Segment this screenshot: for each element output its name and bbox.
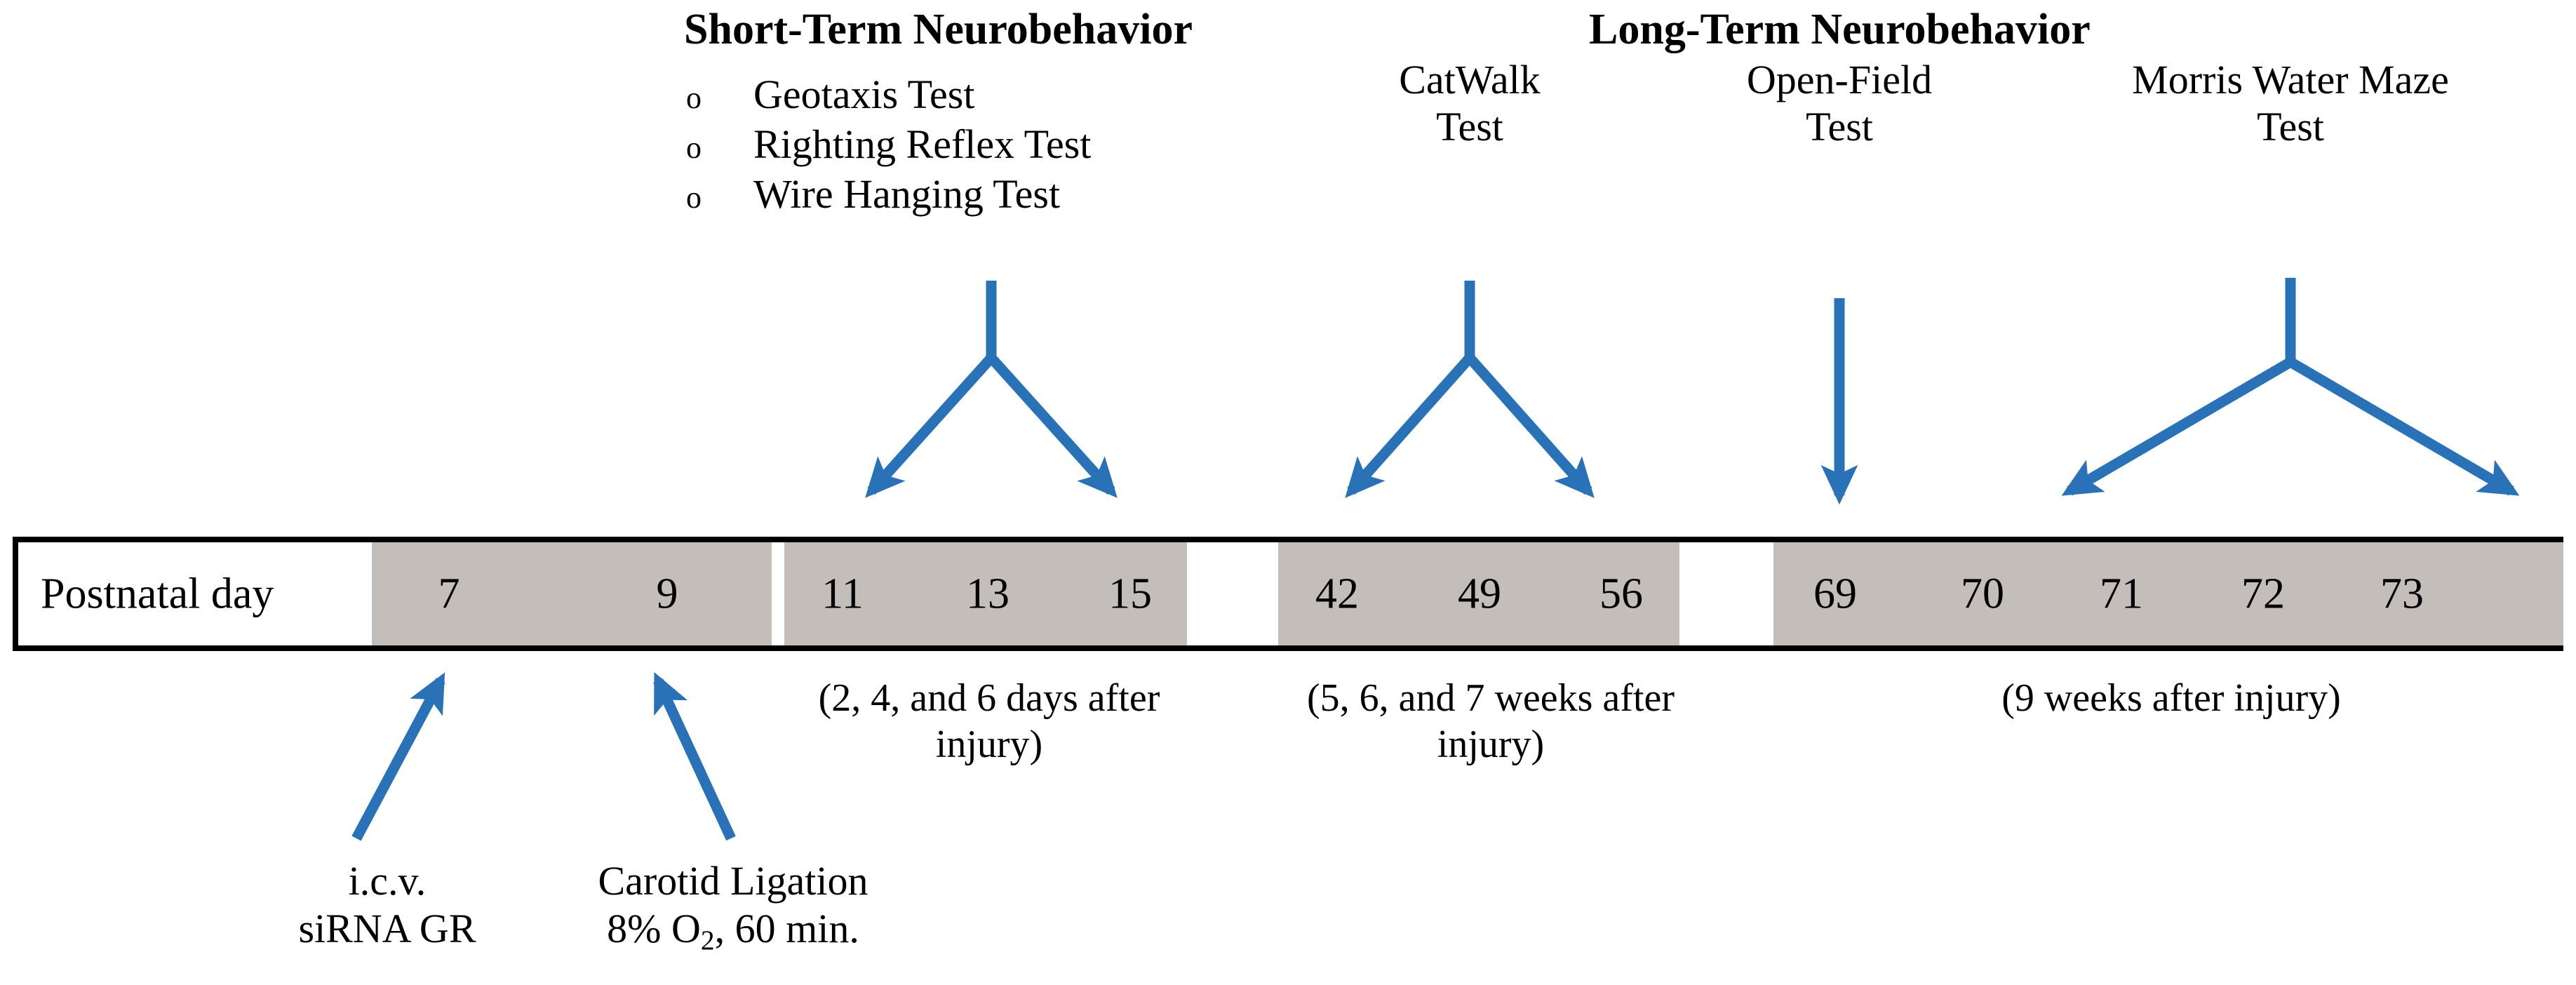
caption-line2: injury) <box>935 723 1043 767</box>
arrow-icv-sirna-gr <box>351 672 445 841</box>
arrow-morris-water-maze-test <box>2061 278 2520 496</box>
day-cell-11: 11 <box>821 570 864 617</box>
day-cell-56: 56 <box>1599 570 1643 617</box>
timeline-axis-label: Postnatal day <box>41 570 274 617</box>
day-group-injury-window <box>372 542 772 645</box>
day-cell-72: 72 <box>2241 570 2285 617</box>
day-cell-70: 70 <box>1961 570 2004 617</box>
intervention-oxygen-post: , 60 min. <box>714 906 859 952</box>
day-group-catwalk-window <box>1278 542 1679 645</box>
arrow-carotid-ligation <box>653 672 736 841</box>
bullet-circle-icon: o <box>686 81 702 115</box>
day-group-long-term-window <box>1773 542 2563 645</box>
short-term-test-label: Geotaxis Test <box>753 72 975 117</box>
caption-water-maze-window: (9 weeks after injury) <box>1856 675 2487 721</box>
list-item: o Righting Reflex Test <box>686 120 1091 170</box>
intervention-oxygen-subscript: 2 <box>700 925 715 956</box>
intervention-line2: 8% O2, 60 min. <box>598 905 868 956</box>
test-label-line1: Open-Field <box>1746 57 1933 102</box>
short-term-test-list: o Geotaxis Test o Righting Reflex Test o… <box>686 70 1091 219</box>
short-term-test-label: Righting Reflex Test <box>753 121 1092 167</box>
test-label-line1: CatWalk <box>1399 57 1541 102</box>
test-label-line2: Test <box>2257 104 2324 150</box>
intervention-line1: i.c.v. <box>348 858 427 904</box>
day-cell-42: 42 <box>1315 570 1359 617</box>
bullet-circle-icon: o <box>686 130 702 165</box>
arrow-catwalk-test <box>1345 281 1595 498</box>
intervention-carotid-ligation: Carotid Ligation 8% O2, 60 min. <box>598 857 868 957</box>
heading-short-term-neurobehavior: Short-Term Neurobehavior <box>684 6 1193 53</box>
day-cell-15: 15 <box>1108 570 1152 617</box>
test-label-line2: Test <box>1436 104 1503 150</box>
intervention-icv-sirna-gr: i.c.v. siRNA GR <box>298 857 476 953</box>
day-group-short-term-window <box>784 542 1187 645</box>
day-cell-71: 71 <box>2100 570 2143 617</box>
day-cell-9: 9 <box>656 570 678 617</box>
postnatal-day-timeline: Postnatal day 7 9 11 13 15 42 49 56 69 7… <box>13 537 2563 651</box>
short-term-test-label: Wire Hanging Test <box>753 170 1061 217</box>
day-cell-69: 69 <box>1813 570 1857 617</box>
day-cell-13: 13 <box>966 570 1009 617</box>
test-label-catwalk: CatWalk Test <box>1399 56 1541 151</box>
bullet-circle-icon: o <box>686 180 702 215</box>
caption-short-term-window: (2, 4, and 6 days after injury) <box>744 675 1235 768</box>
caption-line1: (9 weeks after injury) <box>2001 676 2341 720</box>
day-cell-49: 49 <box>1458 570 1501 617</box>
list-item: o Wire Hanging Test <box>686 170 1091 220</box>
test-label-open-field: Open-Field Test <box>1747 56 1932 151</box>
caption-line1: (5, 6, and 7 weeks after <box>1306 676 1675 720</box>
caption-line2: injury) <box>1437 723 1545 767</box>
intervention-line1: Carotid Ligation <box>598 858 868 904</box>
day-cell-7: 7 <box>438 570 460 617</box>
test-label-morris-water-maze: Morris Water Maze Test <box>2132 56 2449 151</box>
day-cell-73: 73 <box>2380 570 2424 617</box>
list-item: o Geotaxis Test <box>686 70 1091 120</box>
arrow-short-term-neurobehavior <box>865 281 1118 498</box>
intervention-line2: siRNA GR <box>298 906 476 952</box>
test-label-line1: Morris Water Maze <box>2132 57 2449 102</box>
caption-catwalk-window: (5, 6, and 7 weeks after injury) <box>1245 675 1736 768</box>
intervention-oxygen-pre: 8% O <box>607 906 701 952</box>
test-label-line2: Test <box>1806 104 1873 150</box>
caption-line1: (2, 4, and 6 days after <box>818 676 1160 720</box>
heading-long-term-neurobehavior: Long-Term Neurobehavior <box>1589 6 2091 53</box>
